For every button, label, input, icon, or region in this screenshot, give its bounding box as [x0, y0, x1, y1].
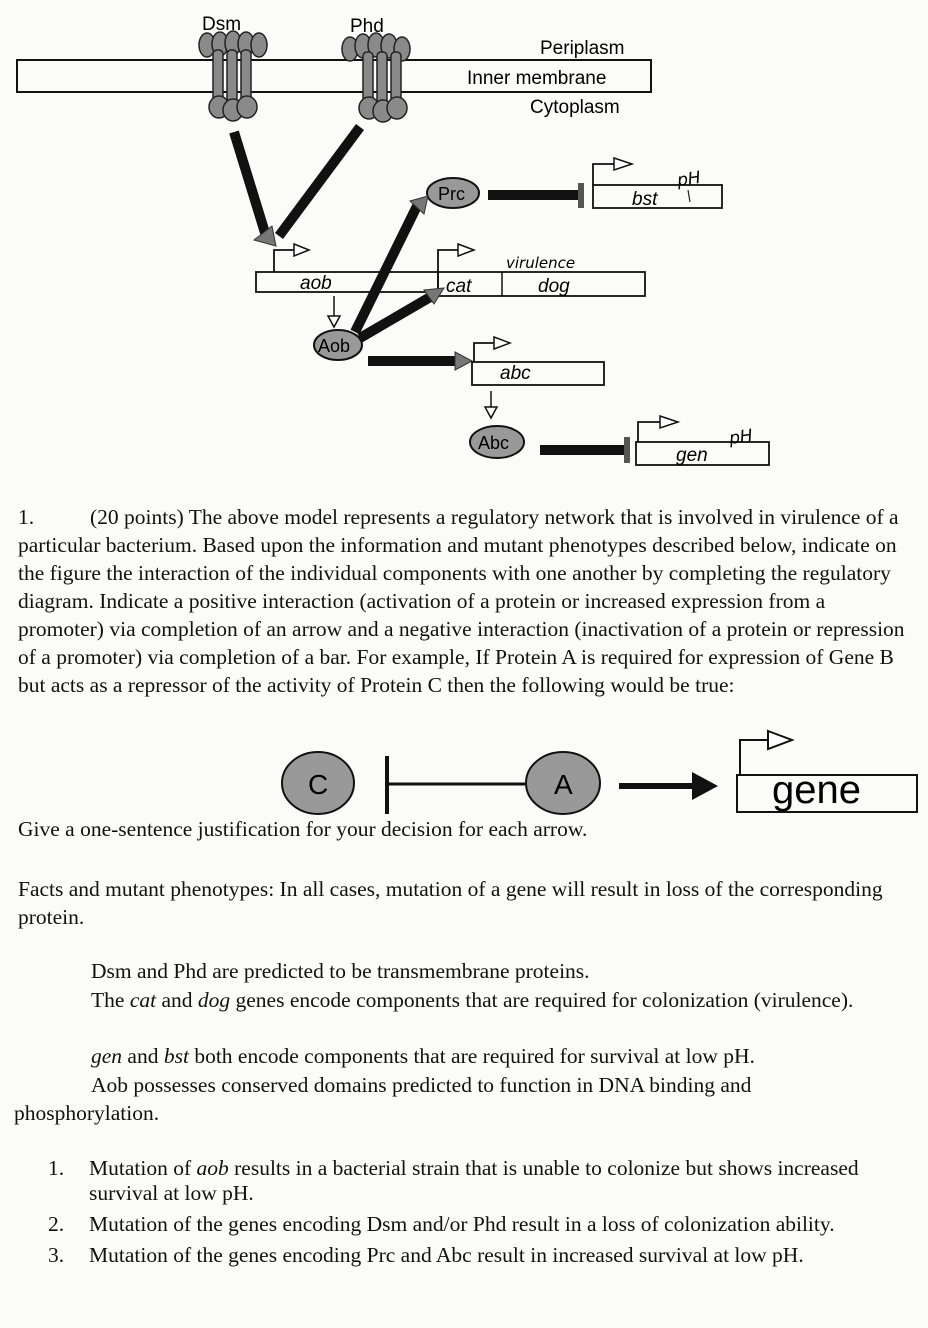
gen-gene-label: gen	[676, 445, 708, 466]
bst-gene-box	[592, 184, 723, 209]
list-number: 1.	[48, 1156, 65, 1180]
gene-name-bst: bst	[163, 1044, 189, 1068]
list-text: Mutation of the genes encoding Prc and A…	[89, 1243, 804, 1267]
abc-gene-label: abc	[500, 363, 531, 384]
bst-repression-bar	[578, 183, 584, 208]
list-item: 2. Mutation of the genes encoding Dsm and…	[48, 1212, 888, 1237]
abc-to-abc-protein-arrowhead	[483, 406, 499, 420]
example-promoter-arrowhead	[767, 729, 795, 751]
gene-name-gen: gen	[91, 1044, 123, 1068]
aob-to-prc-arrowhead	[409, 195, 429, 215]
example-c-label: C	[308, 769, 328, 800]
dsm-label: Dsm	[202, 14, 241, 35]
gen-repression-bar	[624, 437, 630, 463]
mutation-list: 1. Mutation of aob results in a bacterial…	[48, 1156, 888, 1274]
phd-to-aob-line	[274, 124, 365, 239]
list-item: 1. Mutation of aob results in a bacterial…	[48, 1156, 888, 1206]
cat-promoter-arrow	[437, 249, 458, 272]
aob-to-aob-protein-arrowhead	[326, 315, 342, 329]
facts-intro: Facts and mutant phenotypes: In all case…	[18, 877, 883, 929]
inner-membrane-label: Inner membrane	[467, 68, 606, 89]
example-gene-box	[736, 774, 918, 813]
handwritten-virulence: virulence	[506, 254, 575, 272]
list-number: 3.	[48, 1243, 65, 1267]
example-figure: C A gene	[281, 729, 918, 815]
fact-aob-domains: Aob possesses conserved domains predicte…	[14, 1073, 752, 1125]
fact-text: both encode components that are required…	[188, 1044, 755, 1068]
question-number: 1.	[18, 505, 35, 529]
dog-gene-label: dog	[538, 276, 570, 297]
justification-instruction: Give a one-sentence justification for yo…	[18, 817, 588, 841]
abc-protein-label: Abc	[478, 433, 509, 453]
example-activation-arrowhead	[692, 772, 718, 800]
prc-label: Prc	[438, 184, 465, 204]
example-a-label: A	[554, 769, 573, 800]
abc-protein	[469, 425, 525, 459]
gene-name-dog: dog	[197, 988, 231, 1012]
fact-gen-bst: gen and bst both encode components that …	[91, 1042, 928, 1070]
handwritten-ph-gen: pH	[727, 426, 754, 449]
cytoplasm-label: Cytoplasm	[530, 97, 620, 118]
abc-gene-box	[471, 361, 605, 386]
dsm-transmembrane-protein	[198, 30, 268, 122]
phd-label: Phd	[350, 16, 384, 37]
abc-promoter-arrow	[473, 342, 494, 362]
cat-gene-label: cat	[446, 276, 472, 297]
handwritten-ph-bst: pH	[675, 168, 702, 191]
aob-to-prc-line	[350, 201, 423, 335]
gene-name-aob: aob	[196, 1156, 229, 1180]
regulatory-network-diagram: Periplasm Inner membrane Cytoplasm Dsm P…	[16, 14, 918, 815]
example-gene-label: gene	[772, 768, 861, 812]
prc-protein	[426, 177, 480, 209]
fact-text: genes encode components that are require…	[230, 988, 854, 1012]
aob-to-abc-arrowhead	[454, 351, 474, 371]
cat-dog-operon-box	[437, 271, 646, 297]
aob-promoter-arrowhead	[252, 225, 277, 247]
list-text: Mutation of the genes encoding Dsm and/o…	[89, 1212, 835, 1236]
bst-label: bst	[632, 189, 658, 210]
question-1: 1.(20 points) The above model represents…	[18, 503, 913, 699]
list-item: 3. Mutation of the genes encoding Prc and…	[48, 1243, 888, 1268]
bst-promoter-arrowhead	[613, 156, 635, 172]
gene-name-cat: cat	[129, 988, 157, 1012]
handwritten-ph-stroke-1	[687, 189, 691, 203]
periplasm-label: Periplasm	[540, 38, 624, 59]
aob-gene-box	[255, 271, 439, 293]
list-text: results in a bacterial strain that is un…	[89, 1156, 859, 1205]
fact-transmembrane: Dsm and Phd are predicted to be transmem…	[91, 959, 590, 983]
phd-transmembrane-protein	[341, 32, 411, 123]
gen-promoter-arrowhead	[659, 414, 681, 430]
fact-cat-dog: The cat and dog genes encode components …	[16, 986, 896, 1014]
cat-promoter-arrowhead	[457, 242, 477, 258]
fact-text: and	[156, 988, 198, 1012]
aob-to-cat-arrowhead	[423, 287, 445, 305]
aob-protein	[313, 329, 363, 361]
gen-gene-box	[635, 441, 770, 466]
aob-promoter-arrowhead-open	[293, 242, 312, 258]
dsm-to-aob-line	[229, 130, 271, 238]
gen-promoter-arrow	[637, 421, 660, 442]
example-protein-a	[525, 751, 601, 815]
example-promoter-arrow	[739, 739, 770, 775]
list-text: Mutation of	[89, 1156, 197, 1180]
aob-to-cat-line	[357, 291, 435, 343]
abc-promoter-arrowhead	[493, 335, 513, 351]
aob-protein-label: Aob	[318, 336, 350, 356]
list-number: 2.	[48, 1212, 65, 1236]
fact-text: The	[91, 988, 130, 1012]
example-protein-c	[281, 751, 355, 815]
inner-membrane	[16, 59, 652, 93]
aob-gene-label: aob	[300, 273, 332, 294]
aob-promoter-arrow	[273, 249, 294, 272]
fact-text: and	[122, 1044, 164, 1068]
question-text: (20 points) The above model represents a…	[18, 505, 905, 697]
bst-promoter-arrow	[592, 163, 614, 185]
